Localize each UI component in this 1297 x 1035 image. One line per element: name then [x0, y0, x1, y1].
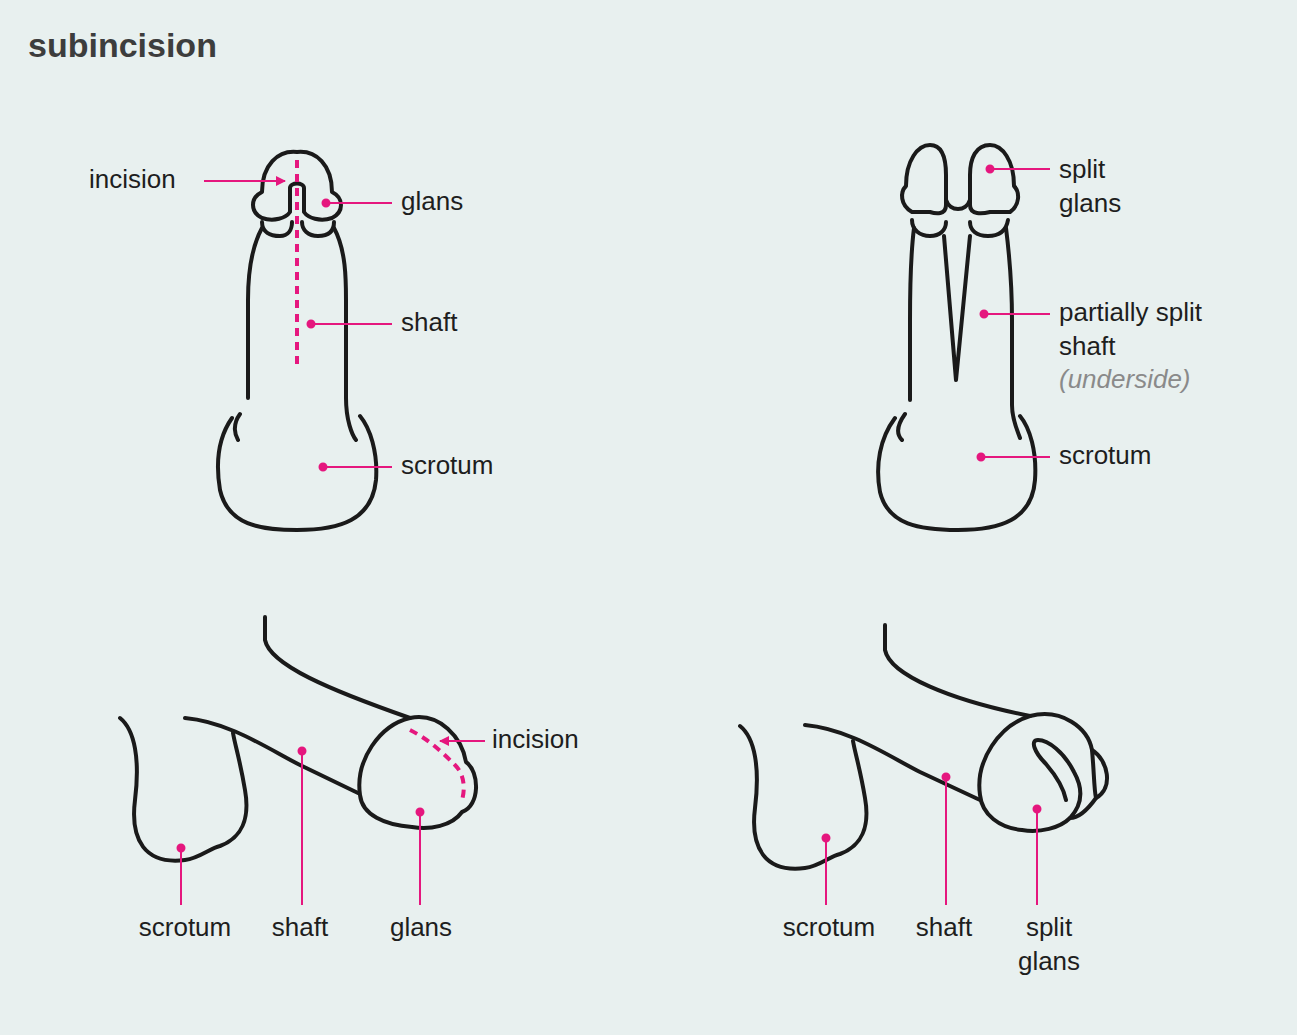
split-glans-outline [902, 145, 946, 213]
scrotum-outline [740, 726, 866, 869]
corona-line [912, 220, 946, 236]
shaft-outline [885, 625, 1030, 716]
part-label: scrotum [783, 910, 875, 944]
part-label: glans [390, 910, 452, 944]
part-label: shaft [272, 910, 328, 944]
corona-line [262, 222, 292, 236]
corona-line [302, 222, 334, 236]
leader-line [301, 751, 303, 905]
scrotum-outline [120, 718, 246, 861]
leader-line [945, 777, 947, 905]
leader-line [440, 740, 485, 742]
part-label: (underside) [1059, 362, 1191, 396]
scrotum-outline [218, 414, 376, 530]
leader-line [419, 812, 421, 905]
scrotum-outline [878, 414, 1035, 530]
shaft-outline [248, 228, 262, 398]
split-glans-outline [946, 200, 970, 209]
part-label: shaft [916, 910, 972, 944]
part-label: shaft [401, 305, 457, 339]
part-label: split glans [1059, 152, 1149, 220]
part-label: partially split shaft [1059, 295, 1219, 363]
shaft-outline [265, 617, 410, 718]
split-glans-outline [970, 145, 1018, 213]
part-label: incision [89, 162, 176, 196]
part-label: scrotum [1059, 438, 1151, 472]
split-shaft-line [944, 236, 970, 380]
leader-line [990, 168, 1050, 170]
shaft-outline [910, 228, 914, 400]
leader-line [825, 838, 827, 905]
shaft-outline [805, 725, 980, 800]
glans-outline [359, 717, 476, 828]
diagram-title: subincision [28, 26, 217, 65]
part-label: scrotum [139, 910, 231, 944]
split-line [1034, 740, 1081, 818]
shaft-outline [1006, 228, 1020, 438]
part-label: split glans [1004, 910, 1094, 978]
leader-line [981, 456, 1050, 458]
leader-line [326, 202, 392, 204]
leader-line [1036, 809, 1038, 905]
leader-line [204, 180, 285, 182]
split-glans-outline [979, 714, 1107, 831]
split-line [1092, 750, 1096, 798]
part-label: incision [492, 722, 579, 756]
shaft-outline [185, 718, 358, 793]
leader-line [323, 466, 392, 468]
corona-line [970, 220, 1008, 236]
part-label: glans [401, 184, 463, 218]
part-label: scrotum [401, 448, 493, 482]
leader-line [180, 848, 182, 905]
leader-line [984, 313, 1050, 315]
shaft-outline [334, 228, 356, 440]
leader-line [311, 323, 392, 325]
incision-line [295, 160, 299, 370]
